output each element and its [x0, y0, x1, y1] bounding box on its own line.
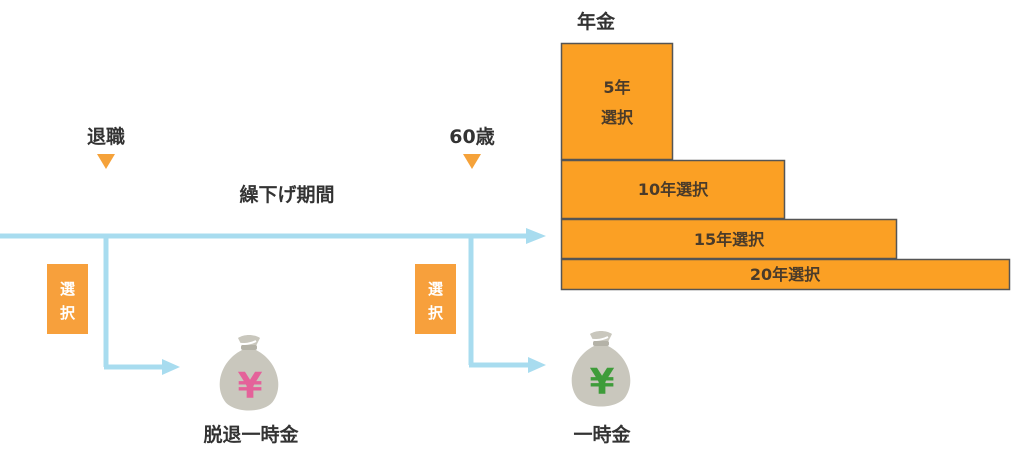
money-bag-icon: ¥: [219, 335, 279, 411]
choice-tag-1: [47, 264, 88, 334]
deferral-period-label: 繰下げ期間: [239, 183, 334, 206]
pension-label: 年金: [577, 10, 616, 33]
branch-arrowhead-2: [528, 357, 546, 373]
triangle-down-icon: [97, 154, 115, 169]
withdrawal-lump-sum-label: 脱退一時金: [203, 423, 299, 446]
pension-option-5yr: [560, 42, 674, 161]
timeline-arrowhead: [526, 228, 546, 244]
choice-tag-2-line2: 択: [428, 304, 444, 322]
branch-arrowhead-1: [162, 359, 180, 375]
choice-tag-1-line1: 選: [60, 280, 75, 298]
retirement-label: 退職: [87, 125, 125, 148]
pension-option-20yr-label: 20年選択: [750, 265, 821, 284]
lump-sum-label: 一時金: [573, 423, 631, 446]
choice-tag-2-line1: 選: [428, 280, 443, 298]
yen-symbol-pink: ¥: [237, 366, 262, 407]
pension-option-10yr-label: 10年選択: [638, 180, 709, 199]
age60-label: 60歳: [449, 126, 494, 148]
choice-tag-2: [415, 264, 456, 334]
pension-option-20yr: [560, 258, 1011, 291]
pension-option-10yr: [560, 159, 786, 220]
triangle-down-icon: [463, 154, 481, 169]
pension-option-5yr-line1: 5年: [603, 78, 630, 97]
pension-option-15yr: [560, 218, 898, 260]
money-bag-icon: ¥: [571, 331, 631, 407]
pension-option-5yr-line2: 選択: [601, 108, 634, 127]
choice-tag-1-line2: 択: [60, 304, 76, 322]
pension-option-15yr-label: 15年選択: [694, 230, 765, 249]
yen-symbol-green: ¥: [589, 362, 614, 403]
